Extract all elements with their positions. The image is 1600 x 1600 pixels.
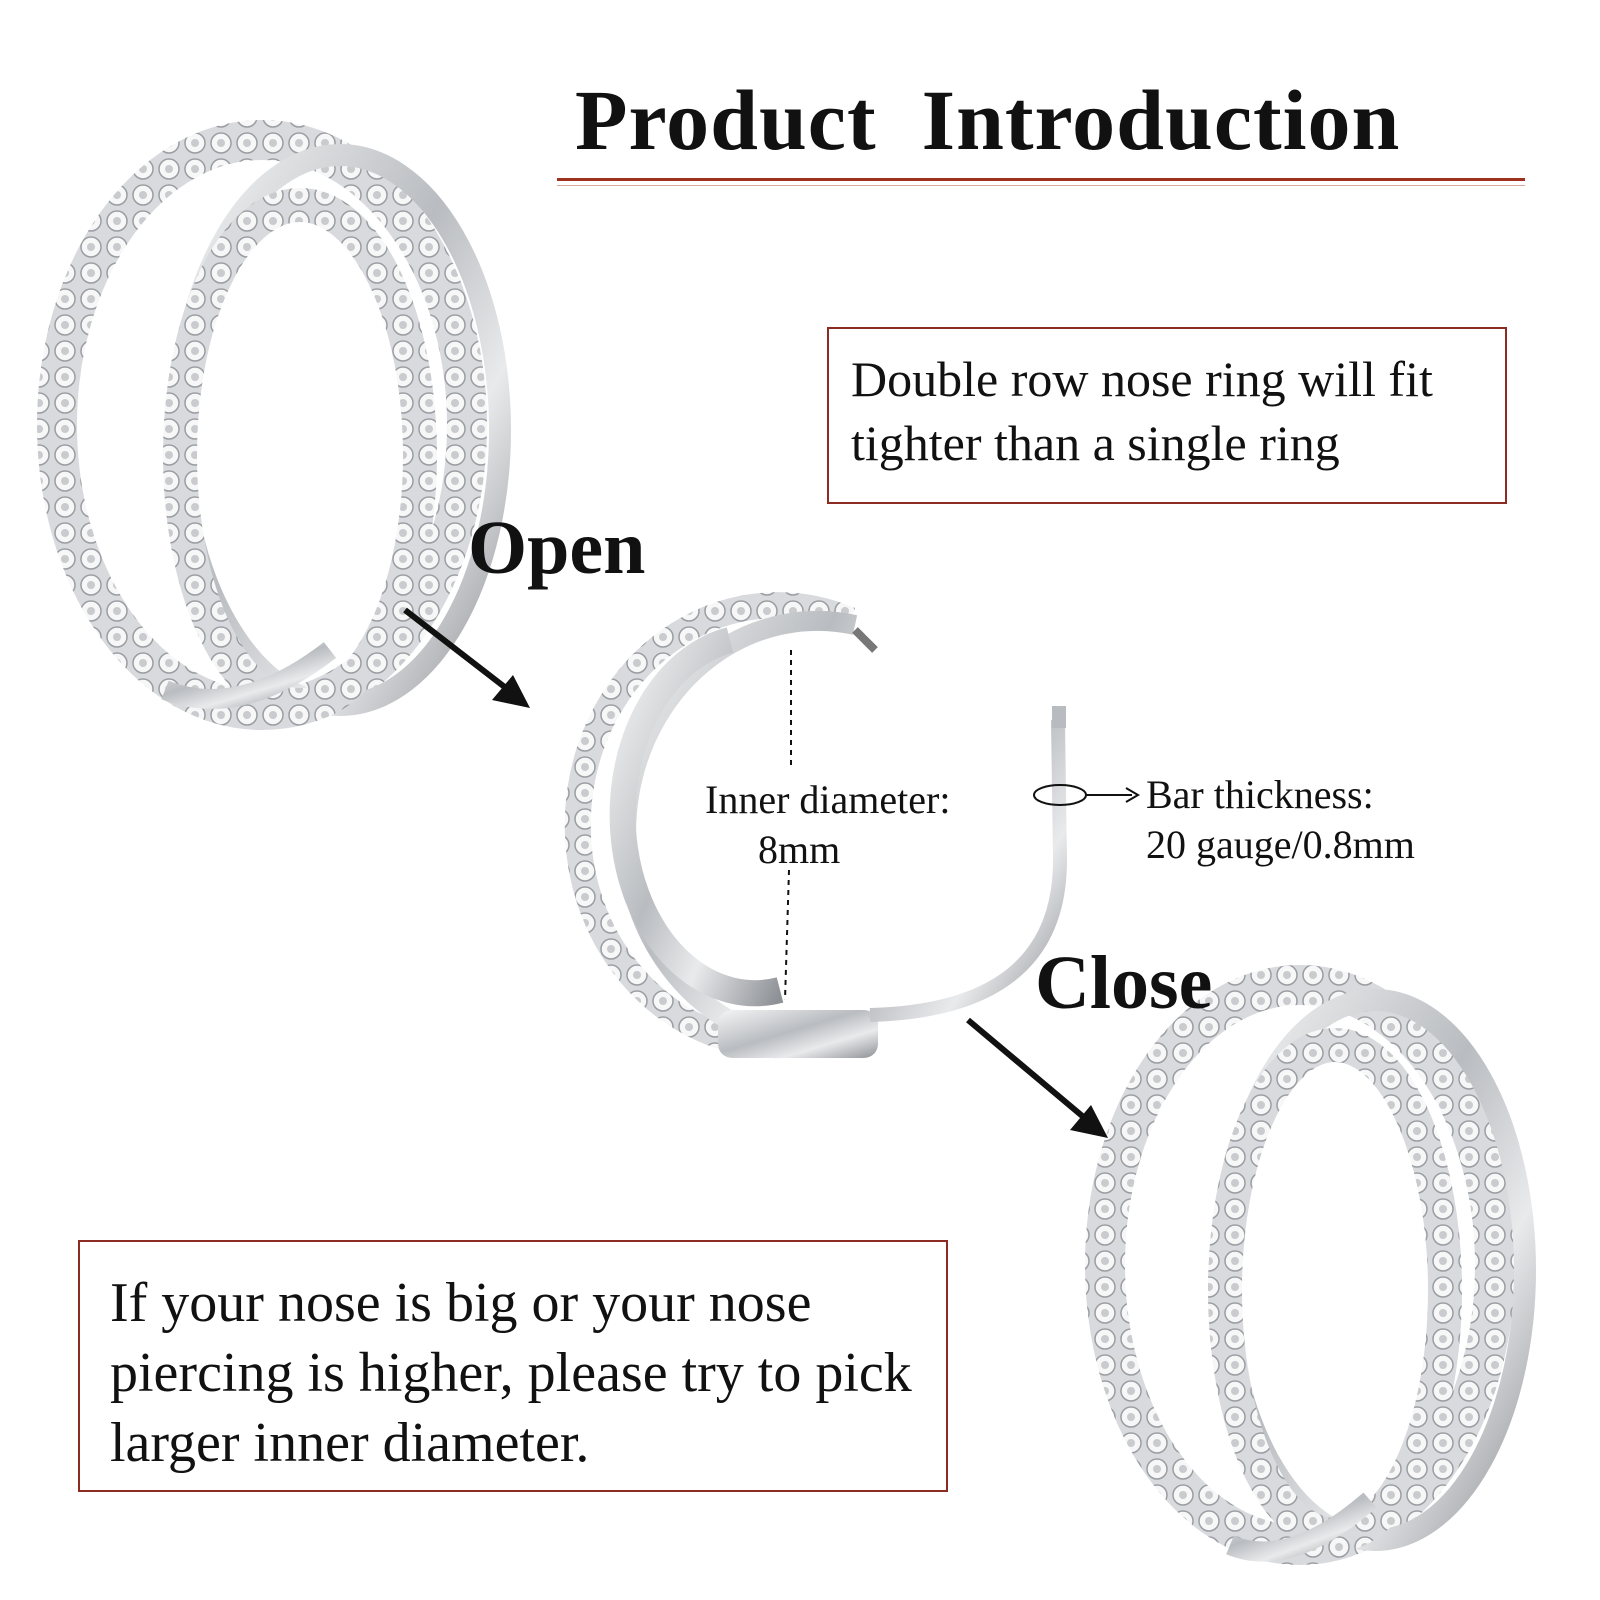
title-underline-secondary — [557, 185, 1525, 186]
close-label: Close — [1035, 941, 1213, 1025]
open-label: Open — [468, 506, 646, 590]
open-ring-photo — [564, 592, 1140, 1059]
close-arrow — [966, 1017, 1108, 1138]
bar-thickness-value: 20 gauge/0.8mm — [1146, 822, 1415, 867]
page-title: Product Introduction — [575, 72, 1401, 168]
fit-note-box: Double row nose ring will fit tighter th… — [827, 327, 1507, 504]
size-advice-text: If your nose is big or your nose piercin… — [110, 1272, 912, 1474]
inner-diameter-value: 8mm — [758, 827, 841, 872]
closed-ring-photo-bottom — [1085, 965, 1536, 1565]
open-arrow — [403, 607, 530, 708]
inner-diameter-label: Inner diameter: — [705, 777, 951, 822]
size-advice-box: If your nose is big or your nose piercin… — [78, 1240, 948, 1492]
fit-note-text: Double row nose ring will fit tighter th… — [851, 351, 1433, 471]
title-underline — [557, 178, 1525, 181]
closed-ring-photo-top — [37, 120, 511, 730]
bar-thickness-label: Bar thickness: — [1146, 772, 1374, 817]
